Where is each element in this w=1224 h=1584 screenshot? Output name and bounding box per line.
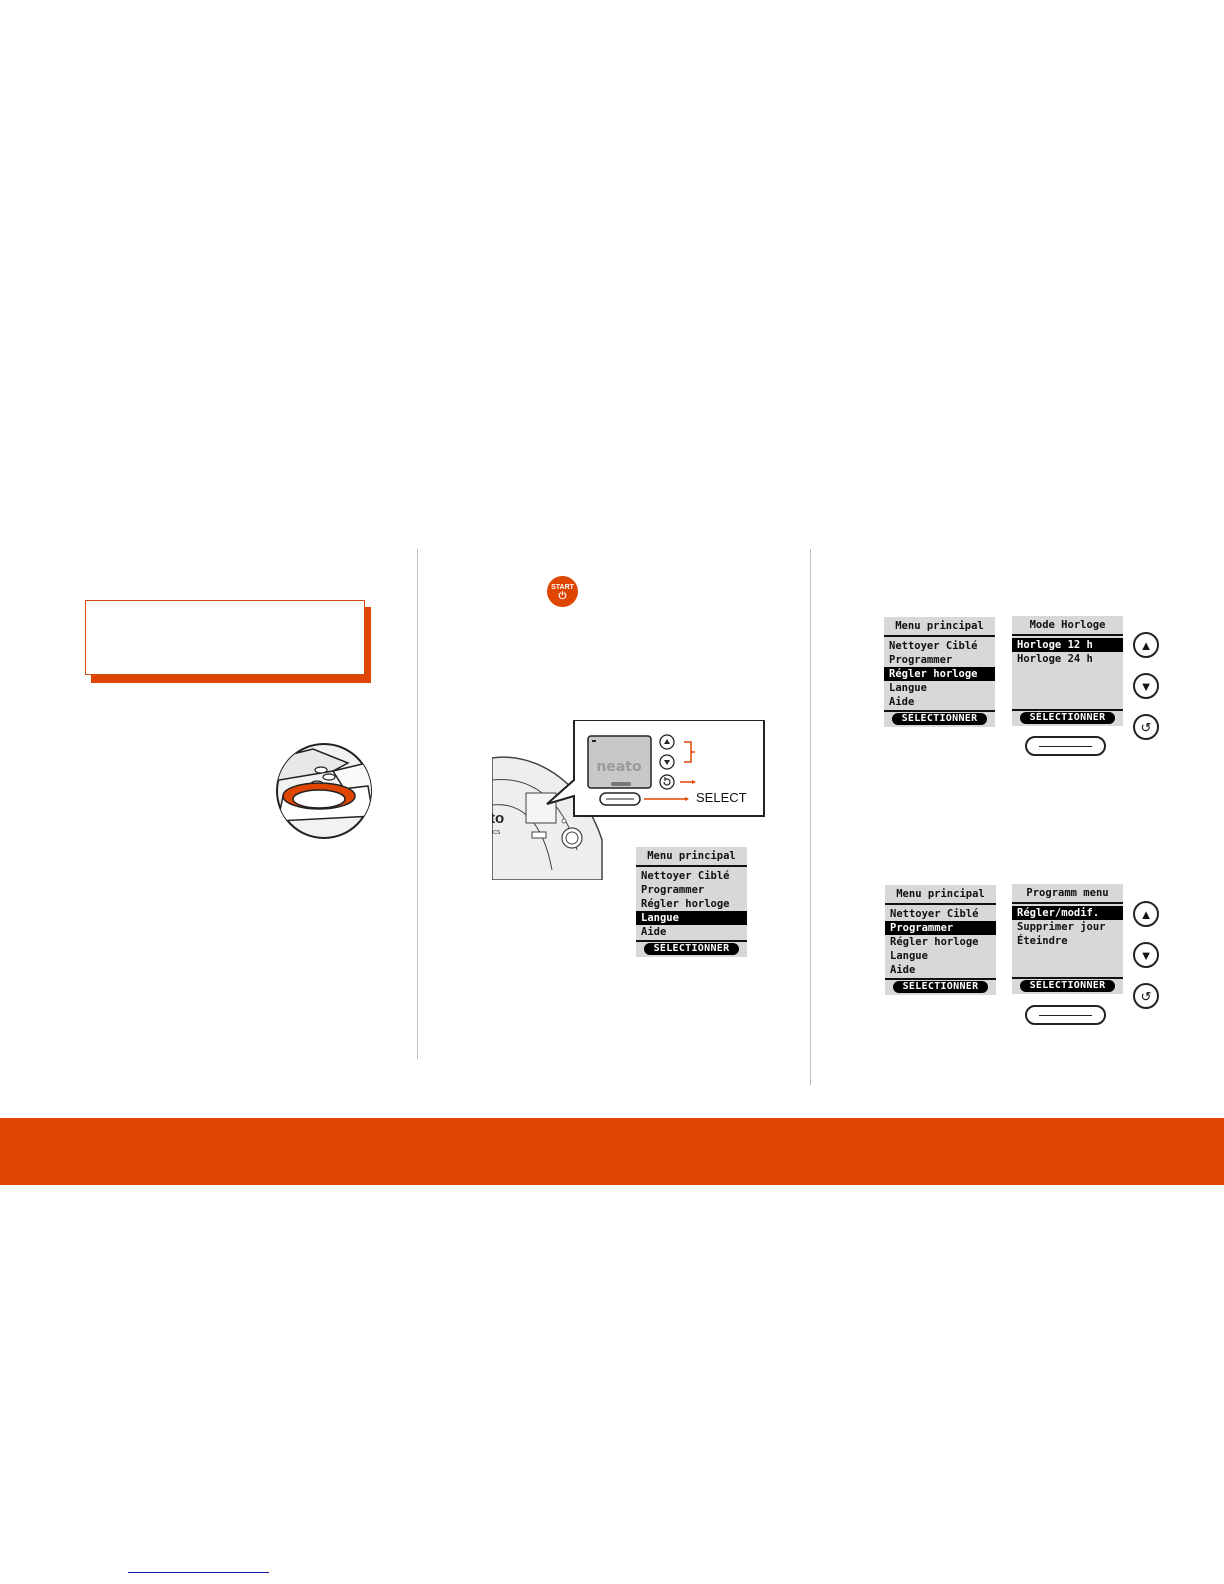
lcd-title: Programm menu <box>1026 887 1109 899</box>
lcd-menu-principal-programmer: Menu principal Nettoyer Ciblé Programmer… <box>885 885 996 995</box>
lcd-item: Aide <box>890 964 916 976</box>
lcd-menu-principal-horloge: Menu principal Nettoyer Ciblé Programmer… <box>884 617 995 727</box>
lcd-softkey-label: SÉLECTIONNER <box>892 713 987 725</box>
lcd-mode-horloge: Mode Horloge Horloge 12 h Horloge 24 h S… <box>1012 616 1123 726</box>
note-box <box>85 600 365 675</box>
lcd-softkey-label: SÉLECTIONNER <box>1020 980 1115 992</box>
lcd-softkey-label: SÉLECTIONNER <box>893 981 988 993</box>
robot-button-closeup-illustration <box>276 743 372 839</box>
lcd-item: Régler horloge <box>890 936 979 948</box>
lcd-title: Menu principal <box>895 620 984 632</box>
power-icon: ⏻ <box>558 591 567 602</box>
up-arrow-icon: ▲ <box>1133 901 1159 927</box>
select-button-illustration <box>1025 736 1106 756</box>
select-label: SELECT <box>696 790 747 805</box>
lcd-item: Programmer <box>641 884 705 896</box>
lcd-item: Nettoyer Ciblé <box>641 870 730 882</box>
lcd-programm-menu: Programm menu Régler/modif. Supprimer jo… <box>1012 884 1123 994</box>
lcd-item-selected: Régler horloge <box>884 667 995 681</box>
back-arrow-icon: ↺ <box>1133 714 1159 740</box>
lcd-item: Aide <box>889 696 915 708</box>
lcd-item-selected: Langue <box>636 911 747 925</box>
lcd-item: Programmer <box>889 654 953 666</box>
select-button-illustration <box>1025 1005 1106 1025</box>
down-arrow-icon: ▼ <box>1133 942 1159 968</box>
lcd-item: Aide <box>641 926 667 938</box>
lcd-title: Menu principal <box>647 850 736 862</box>
back-arrow-icon: ↺ <box>1133 983 1159 1009</box>
footer-band <box>0 1118 1224 1185</box>
lcd-title: Mode Horloge <box>1029 619 1106 631</box>
lcd-item: Nettoyer Ciblé <box>889 640 978 652</box>
column-divider-left <box>417 549 418 1059</box>
lcd-item-selected: Régler/modif. <box>1012 906 1123 920</box>
lcd-item: Supprimer jour <box>1017 921 1106 933</box>
svg-text:ICS: ICS <box>492 830 501 836</box>
callout-brand-logo: neato <box>596 759 642 775</box>
lcd-softkey-label: SÉLECTIONNER <box>1020 712 1115 724</box>
start-button-icon: START ⏻ <box>547 576 578 607</box>
column-divider-right <box>810 549 811 1085</box>
lcd-softkey-label: SÉLECTIONNER <box>644 943 739 955</box>
footer-link-underline[interactable] <box>128 1572 269 1573</box>
lcd-item: Langue <box>890 950 928 962</box>
lcd-item: Régler horloge <box>641 898 730 910</box>
lcd-item: Éteindre <box>1017 935 1068 947</box>
svg-text:to: to <box>492 810 504 827</box>
lcd-item: Horloge 24 h <box>1017 653 1093 665</box>
lcd-menu-principal-langue: Menu principal Nettoyer Ciblé Programmer… <box>636 847 747 957</box>
lcd-title: Menu principal <box>896 888 985 900</box>
start-button-label: START <box>551 584 574 591</box>
up-arrow-icon: ▲ <box>1133 632 1159 658</box>
down-arrow-icon: ▼ <box>1133 673 1159 699</box>
lcd-item-selected: Programmer <box>885 921 996 935</box>
robot-top-illustration: to ICS neato <box>492 720 765 880</box>
lcd-item: Langue <box>889 682 927 694</box>
lcd-item-selected: Horloge 12 h <box>1012 638 1123 652</box>
lcd-item: Nettoyer Ciblé <box>890 908 979 920</box>
